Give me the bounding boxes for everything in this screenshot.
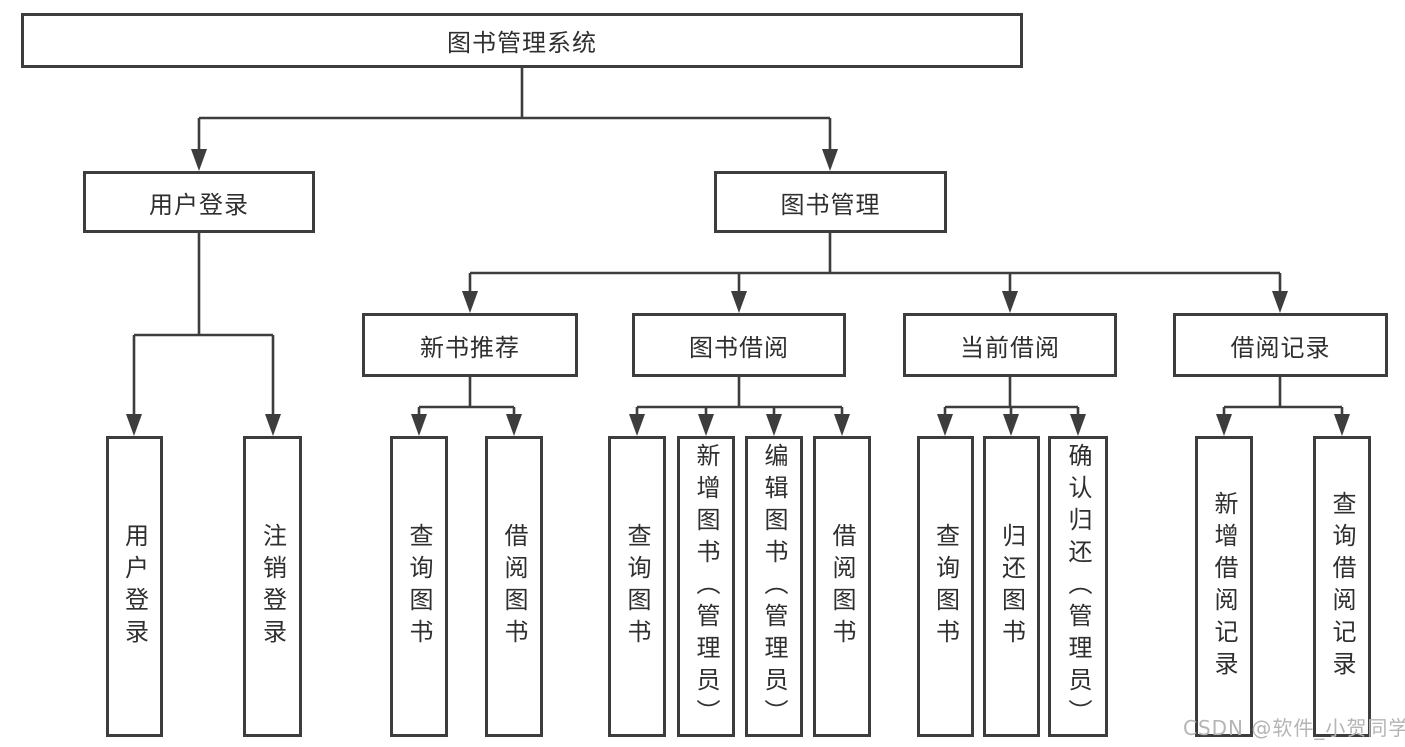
leaf-logout-label: 注销登录 xyxy=(258,522,287,651)
leaf-recommend-query-books: 查询图书 xyxy=(390,436,448,737)
leaf-return-books: 归还图书 xyxy=(983,436,1040,737)
leaf-current-query-books: 查询图书 xyxy=(917,436,974,737)
leaf-current-query-books-label: 查询图书 xyxy=(931,522,960,651)
leaf-add-borrow-record: 新增借阅记录 xyxy=(1195,436,1253,737)
leaf-user-login: 用户登录 xyxy=(106,436,163,737)
node-new-book-recommend: 新书推荐 xyxy=(362,313,578,377)
leaf-recommend-borrow-books-label: 借阅图书 xyxy=(500,522,528,651)
leaf-add-books-admin-label: 新增图书（管理员） xyxy=(692,442,720,731)
node-borrow-records-label: 借阅记录 xyxy=(1230,333,1331,362)
leaf-edit-books-admin: 编辑图书（管理员） xyxy=(745,436,803,737)
node-borrow-records: 借阅记录 xyxy=(1173,313,1388,377)
node-book-borrow-label: 图书借阅 xyxy=(689,333,789,362)
node-new-book-recommend-label: 新书推荐 xyxy=(420,333,520,362)
leaf-return-books-label: 归还图书 xyxy=(997,522,1026,651)
leaf-confirm-return-admin-label: 确认归还（管理员） xyxy=(1064,442,1092,731)
csdn-watermark: CSDN @软件_小贺同学 xyxy=(1183,716,1405,740)
leaf-user-login-label: 用户登录 xyxy=(120,522,149,651)
leaf-add-borrow-record-label: 新增借阅记录 xyxy=(1210,490,1238,683)
node-current-borrow-label: 当前借阅 xyxy=(960,333,1060,362)
node-user-login-label: 用户登录 xyxy=(149,190,249,219)
leaf-add-books-admin: 新增图书（管理员） xyxy=(677,436,735,737)
leaf-borrow-query-books-label: 查询图书 xyxy=(623,522,651,651)
node-user-login: 用户登录 xyxy=(83,171,315,233)
node-book-borrow: 图书借阅 xyxy=(632,313,846,377)
leaf-query-borrow-record-label: 查询借阅记录 xyxy=(1328,490,1356,683)
leaf-borrow-query-books: 查询图书 xyxy=(608,436,666,737)
leaf-confirm-return-admin: 确认归还（管理员） xyxy=(1048,436,1108,737)
leaf-query-borrow-record: 查询借阅记录 xyxy=(1313,436,1371,737)
node-book-management: 图书管理 xyxy=(714,171,947,233)
leaf-recommend-query-books-label: 查询图书 xyxy=(405,522,433,651)
node-root: 图书管理系统 xyxy=(21,13,1023,68)
leaf-borrow-books-label: 借阅图书 xyxy=(828,522,856,651)
node-root-label: 图书管理系统 xyxy=(447,29,597,57)
leaf-logout: 注销登录 xyxy=(243,436,302,737)
node-book-management-label: 图书管理 xyxy=(780,190,881,219)
leaf-recommend-borrow-books: 借阅图书 xyxy=(485,436,543,737)
leaf-edit-books-admin-label: 编辑图书（管理员） xyxy=(760,442,788,731)
leaf-borrow-books: 借阅图书 xyxy=(813,436,871,737)
node-current-borrow: 当前借阅 xyxy=(903,313,1117,377)
